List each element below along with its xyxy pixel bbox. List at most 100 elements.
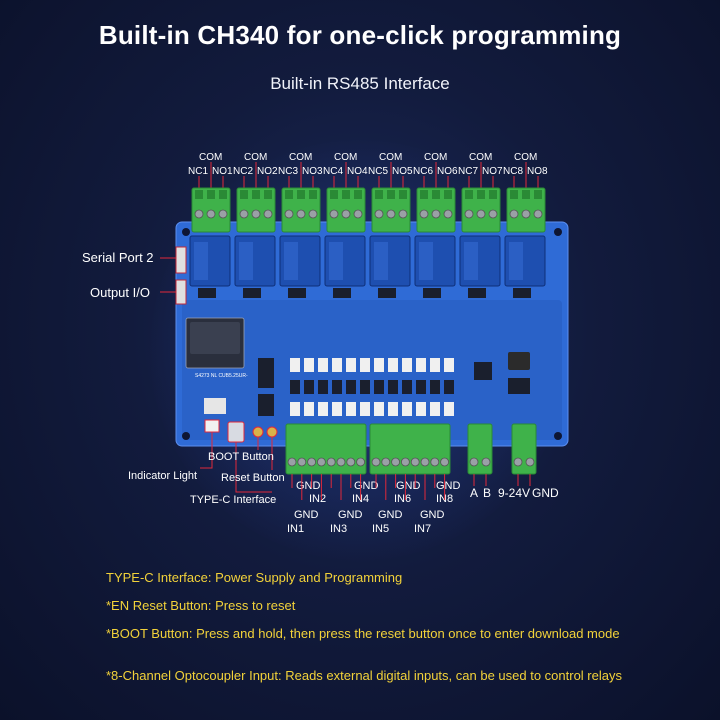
rs485-terminal	[467, 423, 493, 475]
relay-com-label: COM	[514, 152, 537, 163]
terminal-slot	[534, 190, 542, 199]
terminal-slot	[309, 190, 317, 199]
terminal-screw	[443, 209, 453, 219]
optocoupler	[346, 402, 356, 416]
terminal-screw	[341, 209, 351, 219]
relay-nc-label: NC1	[188, 166, 208, 177]
smd-block	[204, 398, 226, 414]
boot-button-label: BOOT Button	[208, 451, 274, 463]
chip	[258, 394, 274, 416]
optocoupler	[332, 358, 342, 372]
rs485-a-label: A	[470, 486, 478, 500]
power-voltage-label: 9-24V	[498, 486, 530, 500]
relay-no-label: NO1	[212, 166, 233, 177]
optocoupler	[374, 402, 384, 416]
input-label: IN2	[309, 493, 326, 505]
terminal-slot	[342, 190, 350, 199]
optocoupler	[416, 358, 426, 372]
relay-print	[284, 242, 298, 280]
terminal-slot	[195, 190, 203, 199]
desc-reset: *EN Reset Button: Press to reset	[106, 598, 296, 613]
relay-driver	[333, 288, 351, 298]
terminal-screw	[398, 209, 408, 219]
rs485-screw	[481, 457, 491, 467]
input-label: GND	[354, 480, 379, 492]
input-screw	[297, 457, 307, 467]
relay-driver	[243, 288, 261, 298]
relay-driver	[423, 288, 441, 298]
relay-print	[329, 242, 343, 280]
input-screw	[371, 457, 381, 467]
relay-com-label: COM	[244, 152, 267, 163]
terminal-screw	[206, 209, 216, 219]
terminal-slot	[207, 190, 215, 199]
input-label: GND	[396, 480, 421, 492]
regulator	[508, 378, 530, 394]
input-screw	[336, 457, 346, 467]
ch340-chip	[258, 358, 274, 388]
relay-print	[374, 242, 388, 280]
terminal-slot	[252, 190, 260, 199]
optocoupler	[430, 402, 440, 416]
rs485-b-label: B	[483, 486, 491, 500]
desc-optocoupler: *8-Channel Optocoupler Input: Reads exte…	[106, 668, 622, 683]
input-label: GND	[294, 509, 319, 521]
input-screw	[391, 457, 401, 467]
input-label: GND	[338, 509, 363, 521]
optocoupler	[444, 380, 454, 394]
relay-driver	[288, 288, 306, 298]
relay-no-label: NO3	[302, 166, 323, 177]
relay-com-label: COM	[424, 152, 447, 163]
relay-print	[239, 242, 253, 280]
relay-com-label: COM	[289, 152, 312, 163]
terminal-slot	[285, 190, 293, 199]
mount-hole	[554, 228, 562, 236]
terminal-screw	[329, 209, 339, 219]
optocoupler	[430, 358, 440, 372]
relay-driver	[468, 288, 486, 298]
relay-nc-label: NC6	[413, 166, 433, 177]
input-screw	[326, 457, 336, 467]
input-screw	[420, 457, 430, 467]
mount-hole	[554, 432, 562, 440]
power-gnd-label: GND	[532, 486, 559, 500]
desc-typec: TYPE-C Interface: Power Supply and Progr…	[106, 570, 403, 585]
relay-com-label: COM	[334, 152, 357, 163]
page-subtitle: Built-in RS485 Interface	[270, 74, 450, 93]
terminal-slot	[219, 190, 227, 199]
optocoupler	[402, 402, 412, 416]
input-label: IN1	[287, 523, 304, 535]
reset-button-icon	[266, 426, 278, 438]
relay-driver	[378, 288, 396, 298]
boot-button-icon	[252, 426, 264, 438]
optocoupler	[290, 380, 300, 394]
terminal-slot	[510, 190, 518, 199]
terminal-slot	[330, 190, 338, 199]
input-label: IN5	[372, 523, 389, 535]
serial-port-header	[175, 246, 187, 274]
rs485-screw	[469, 457, 479, 467]
terminal-screw	[521, 209, 531, 219]
terminal-slot	[297, 190, 305, 199]
relay-nc-label: NC2	[233, 166, 253, 177]
relay-com-label: COM	[379, 152, 402, 163]
optocoupler	[360, 402, 370, 416]
rs485-chip	[474, 362, 492, 380]
optocoupler	[290, 402, 300, 416]
relay-driver	[198, 288, 216, 298]
relay-print	[509, 242, 523, 280]
pcb-inner-shade	[182, 300, 562, 440]
optocoupler	[388, 402, 398, 416]
terminal-screw	[464, 209, 474, 219]
terminal-slot	[354, 190, 362, 199]
typec-port	[227, 421, 245, 443]
input-screw	[356, 457, 366, 467]
terminal-screw	[263, 209, 273, 219]
input-screw	[400, 457, 410, 467]
relay-no-label: NO4	[347, 166, 368, 177]
optocoupler	[388, 358, 398, 372]
power-screw	[525, 457, 535, 467]
optocoupler	[416, 380, 426, 394]
relay-no-label: NO8	[527, 166, 548, 177]
